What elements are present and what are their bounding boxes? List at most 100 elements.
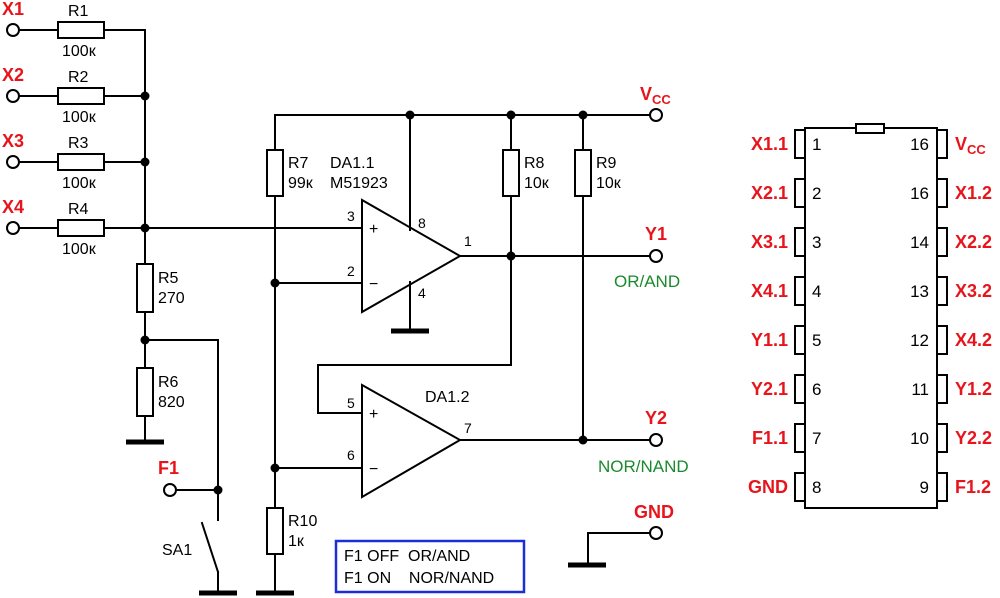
da11-pin-gnd: 4: [418, 285, 426, 301]
label-y2-function: NOR/NAND: [598, 457, 689, 476]
da11-minus-sign: −: [369, 276, 378, 293]
output-terminals: VCC Y1 OR/AND Y2 NOR/NAND GND: [568, 84, 689, 568]
ic-left-pin: [794, 325, 806, 355]
ic-left-pin: [794, 423, 806, 453]
r10-value: 1к: [288, 533, 305, 550]
da11-pin-minus: 2: [347, 263, 355, 279]
ic-right-pin-number: 14: [910, 233, 929, 252]
ic-left-pin-number: 2: [812, 184, 821, 203]
ic-left-pin-label: GND: [748, 477, 788, 497]
r7-name: R7: [288, 155, 309, 172]
r3-name: R3: [68, 135, 89, 152]
ic-left-pin-label: X2.1: [751, 183, 788, 203]
r4-name: R4: [68, 201, 89, 218]
resistor-r5: [136, 263, 154, 313]
opamp-da1-2: + − 5 6 7 DA1.2: [317, 364, 651, 499]
resistor-r9: [574, 149, 592, 197]
r1-value: 100к: [62, 43, 97, 60]
ic-left-pin-number: 8: [812, 478, 821, 497]
resistor-r1: [57, 21, 105, 39]
da11-pin-out: 1: [464, 233, 472, 249]
ic-left-pin: [794, 129, 806, 159]
terminal-f1: [163, 483, 177, 497]
da12-pin-out: 7: [464, 420, 472, 436]
label-x1: X1: [2, 0, 24, 19]
ic-left-pin-label: F1.1: [752, 428, 788, 448]
ic-right-pin-number: 12: [910, 331, 929, 350]
label-y1-function: OR/AND: [614, 272, 680, 291]
ic-left-pin-number: 7: [812, 429, 821, 448]
ic-left-pin-number: 4: [812, 282, 821, 301]
ic-right-pin-label: F1.2: [955, 477, 991, 497]
terminal-x4: [6, 221, 20, 235]
terminal-gnd: [649, 526, 663, 540]
resistor-r2: [57, 87, 105, 105]
ic-right-pin: [936, 227, 948, 257]
r5-value: 270: [158, 290, 185, 307]
pullup-network: R8 10к R9 10к: [502, 110, 622, 445]
ic-right-pin: [936, 374, 948, 404]
resistor-r6: [136, 367, 154, 417]
terminal-vcc: [649, 108, 663, 122]
ic-left-pin: [794, 374, 806, 404]
r2-name: R2: [68, 69, 89, 86]
ic-right-pin: [936, 325, 948, 355]
r6-name: R6: [158, 374, 179, 391]
label-x2: X2: [2, 65, 24, 85]
ic-left-pin: [794, 227, 806, 257]
mode-note-box: F1 OFF OR/AND F1 ON NOR/NAND: [334, 539, 526, 594]
ic-right-pin-label: VCC: [955, 134, 986, 157]
note-line-2: F1 ON NOR/NAND: [344, 570, 494, 587]
ic-left-pin-number: 1: [812, 135, 821, 154]
r1-name: R1: [68, 3, 89, 20]
ic-left-pin: [794, 178, 806, 208]
ic-right-pin: [936, 178, 948, 208]
ic-left-pin-label: X4.1: [751, 281, 788, 301]
resistor-r3: [57, 153, 105, 171]
r3-value: 100к: [62, 175, 97, 192]
f1-divider-switch: R5 270 R6 820 F1 SA1: [126, 263, 237, 596]
ic-right-pin-label: Y1.2: [955, 379, 992, 399]
ic-left-pin: [794, 276, 806, 306]
da12-pin-minus: 6: [347, 447, 355, 463]
r6-value: 820: [158, 394, 185, 411]
ic-right-pin: [936, 423, 948, 453]
da11-plus-sign: +: [369, 221, 378, 238]
label-vcc: VCC: [640, 84, 671, 107]
da12-pin-plus: 5: [347, 395, 355, 411]
label-x3: X3: [2, 131, 24, 151]
ic-notch: [855, 123, 885, 134]
ic-right-pin: [936, 276, 948, 306]
ic-left-pin-label: Y1.1: [751, 330, 788, 350]
input-resistor-network: X1 X2 X3 X4 R1 100к R2 100к R3 100к R4 1…: [2, 0, 363, 264]
r9-value: 10к: [596, 175, 622, 192]
ic-left-pin-label: Y2.1: [751, 379, 788, 399]
resistor-r8: [502, 149, 520, 197]
label-y1: Y1: [645, 224, 667, 244]
r8-value: 10к: [524, 175, 550, 192]
da11-name: DA1.1: [330, 155, 375, 172]
terminal-x2: [6, 89, 20, 103]
r4-value: 100к: [62, 241, 97, 258]
label-gnd: GND: [634, 502, 674, 522]
ic-left-pin-label: X3.1: [751, 232, 788, 252]
da12-minus-sign: −: [369, 461, 378, 478]
label-f1: F1: [158, 458, 179, 478]
r7-value: 99к: [288, 175, 314, 192]
ic-pinout: 1X1.12X2.13X3.14X4.15Y1.16Y2.17F1.18GND1…: [748, 123, 992, 509]
ic-right-pin-number: 10: [910, 429, 929, 448]
ic-left-pin-number: 5: [812, 331, 821, 350]
r9-name: R9: [596, 155, 617, 172]
label-y2: Y2: [645, 408, 667, 428]
ic-right-pin-number: 13: [910, 282, 929, 301]
label-x4: X4: [2, 197, 24, 217]
note-line-1: F1 OFF OR/AND: [344, 548, 470, 565]
r8-name: R8: [524, 155, 545, 172]
ic-left-pin-label: X1.1: [751, 134, 788, 154]
terminal-y2: [649, 433, 663, 447]
resistor-r4: [57, 219, 105, 237]
switch-sa1-blade: [200, 521, 220, 574]
da11-pin-vcc: 8: [418, 215, 426, 231]
ic-right-pin-label: X1.2: [955, 183, 992, 203]
